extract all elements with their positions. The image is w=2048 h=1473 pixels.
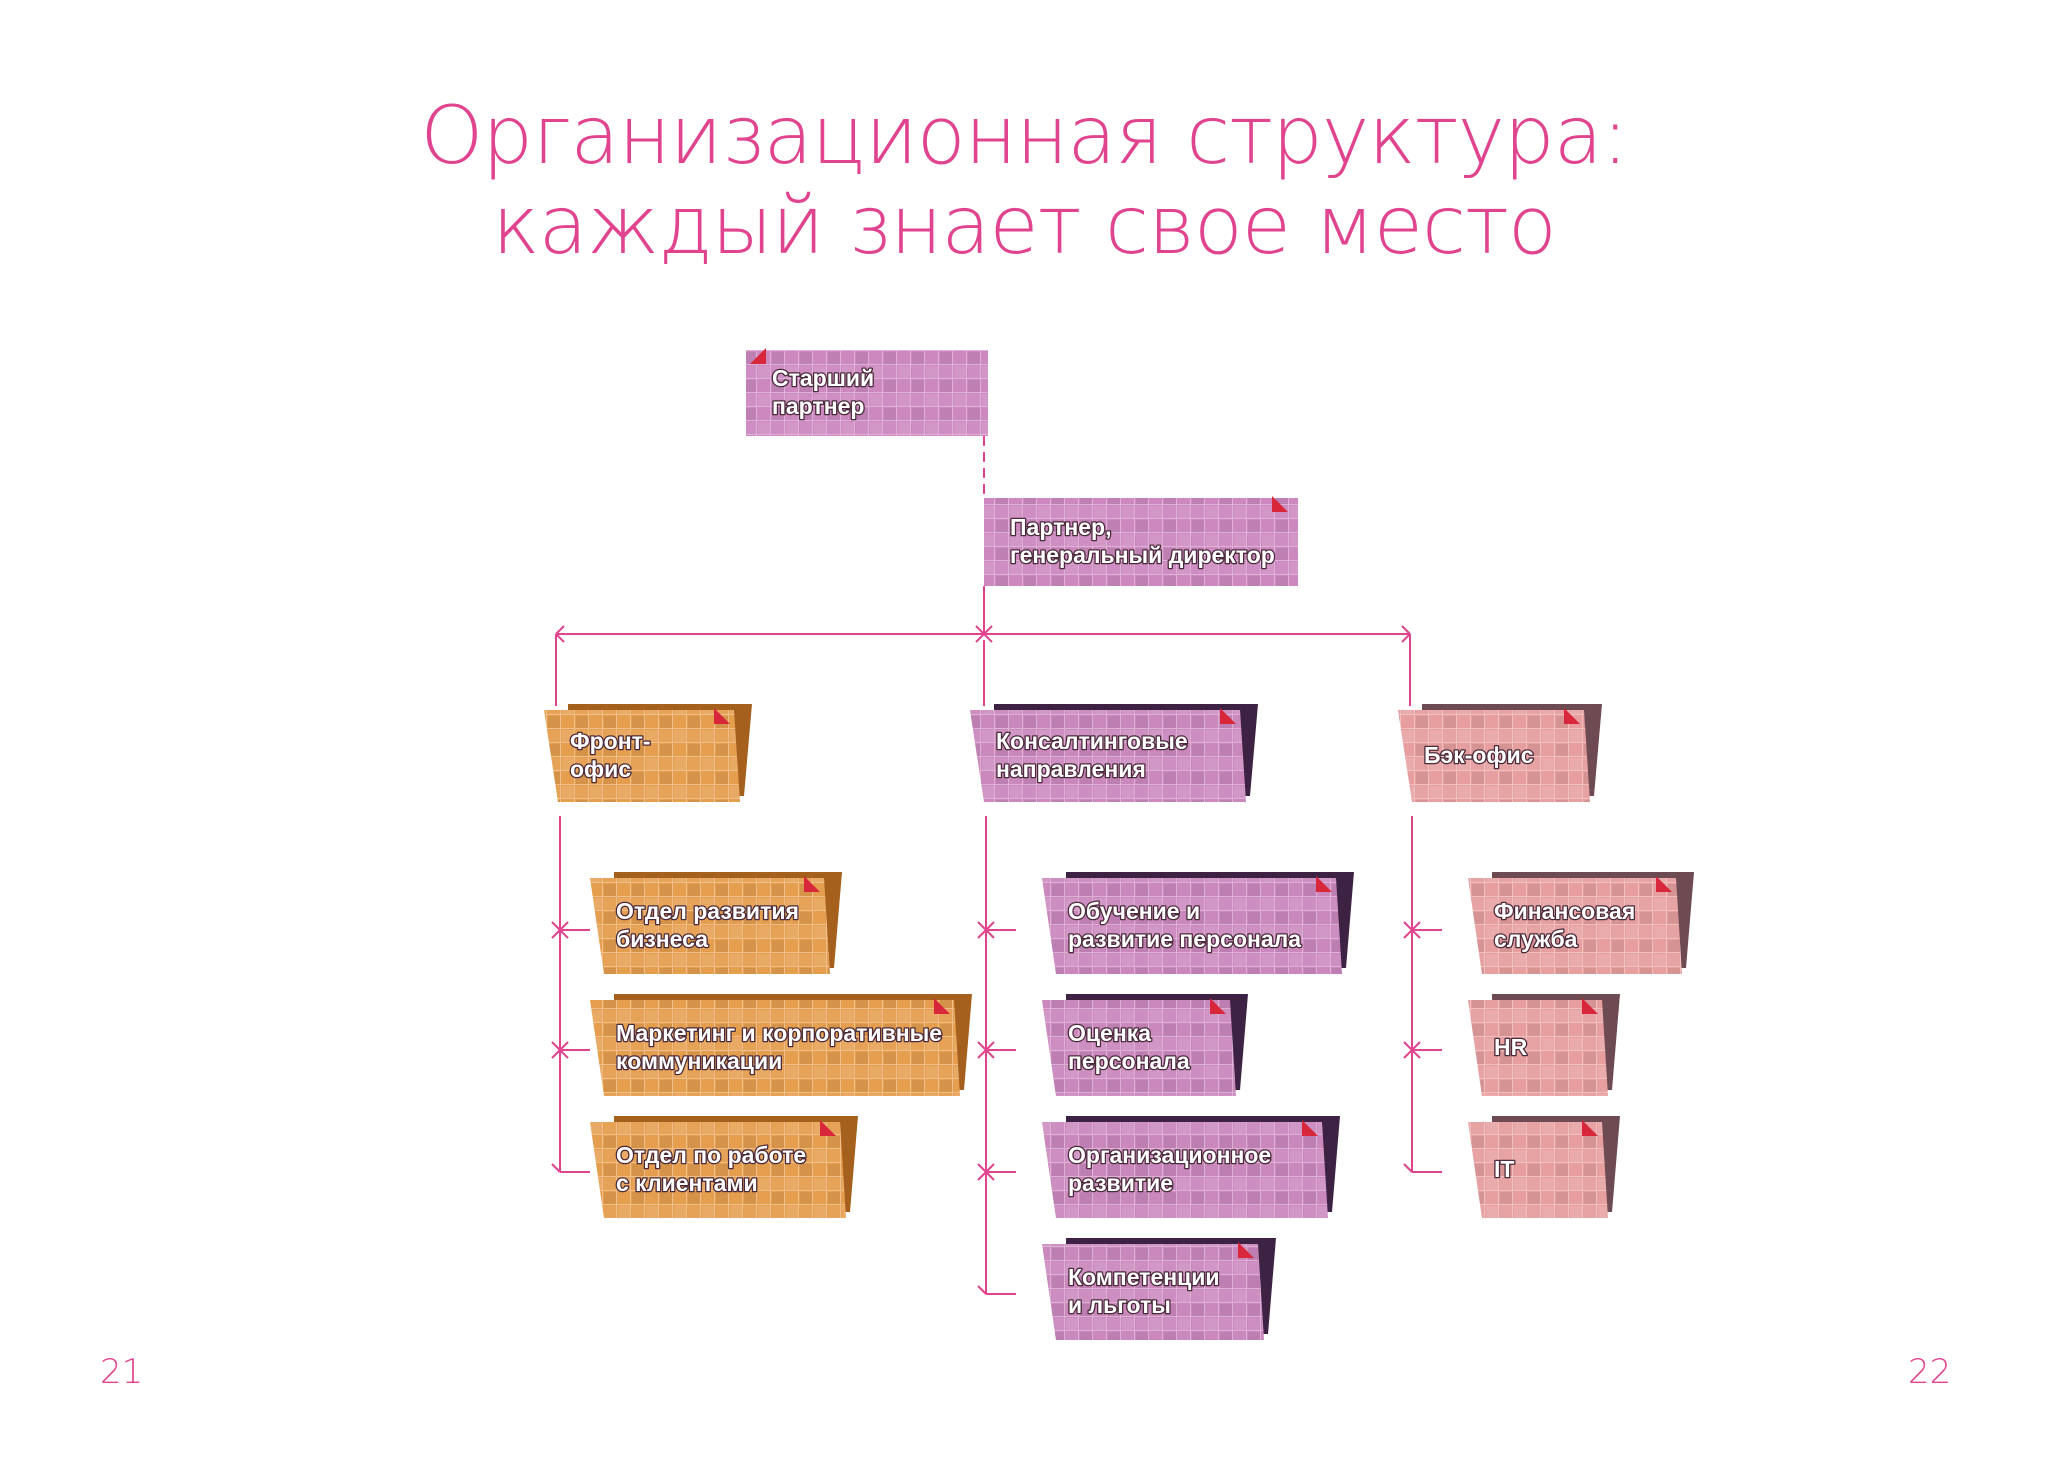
corner-fold-icon xyxy=(1582,998,1598,1014)
branch-tick xyxy=(1401,625,1411,635)
junction-cross-icon xyxy=(975,625,993,643)
corner-fold-icon xyxy=(1220,708,1236,724)
node-label: генеральный директор xyxy=(1010,542,1275,568)
junction-cross-icon xyxy=(1403,921,1421,939)
node-grid xyxy=(984,498,1298,586)
node-label: Оценка xyxy=(1068,1020,1151,1046)
node-label: Партнер, xyxy=(1010,514,1111,540)
corner-fold-icon xyxy=(750,348,766,364)
node-grid xyxy=(1042,1244,1264,1340)
connector-lines xyxy=(551,436,1442,1295)
node-it: IT xyxy=(1468,1116,1620,1218)
corner-fold-icon xyxy=(804,876,820,892)
corner-fold-icon xyxy=(1564,708,1580,724)
node-label: Организационное xyxy=(1068,1142,1271,1168)
node-label: коммуникации xyxy=(616,1048,782,1074)
node-label: Компетенции xyxy=(1068,1264,1220,1290)
node-label: служба xyxy=(1494,926,1578,952)
node-label: направления xyxy=(996,756,1146,782)
corner-fold-icon xyxy=(820,1120,836,1136)
node-grid xyxy=(1042,1122,1328,1218)
node-label: Бэк-офис xyxy=(1424,742,1534,768)
branch-tick xyxy=(555,633,565,643)
node-grid xyxy=(970,710,1246,802)
page-number-right: 22 xyxy=(1908,1352,1952,1392)
corner-fold-icon xyxy=(1656,876,1672,892)
connector-elbow-tick xyxy=(1403,1163,1413,1173)
node-grid xyxy=(1398,710,1590,802)
junction-cross-icon xyxy=(551,1041,569,1059)
node-grid xyxy=(746,350,988,436)
branch-tick xyxy=(1401,633,1411,643)
node-label: IT xyxy=(1494,1156,1514,1182)
node-label: партнер xyxy=(772,393,864,419)
corner-fold-icon xyxy=(934,998,950,1014)
connector-elbow-tick xyxy=(977,1285,987,1295)
junction-cross-icon xyxy=(977,1041,995,1059)
node-label: HR xyxy=(1494,1034,1528,1060)
node-grid xyxy=(590,1122,846,1218)
node-grid xyxy=(544,710,740,802)
node-grid xyxy=(590,1000,960,1096)
node-back-office: Бэк-офис xyxy=(1398,704,1602,802)
node-grid xyxy=(1042,878,1342,974)
junction-cross-icon xyxy=(1403,1041,1421,1059)
node-grid xyxy=(1468,1000,1608,1096)
page-number-left: 21 xyxy=(100,1352,144,1392)
corner-fold-icon xyxy=(1272,496,1288,512)
node-label: и льготы xyxy=(1068,1292,1171,1318)
corner-fold-icon xyxy=(1210,998,1226,1014)
corner-fold-icon xyxy=(1302,1120,1318,1136)
node-label: Обучение и xyxy=(1068,898,1200,924)
node-label: с клиентами xyxy=(616,1170,758,1196)
node-front-office: Фронт-офис xyxy=(544,704,752,802)
corner-fold-icon xyxy=(1582,1120,1598,1136)
node-label: Консалтинговые xyxy=(996,728,1188,754)
node-label: развитие персонала xyxy=(1068,926,1301,952)
node-label: бизнеса xyxy=(616,926,708,952)
node-grid xyxy=(1468,1122,1608,1218)
node-label: Отдел по работе xyxy=(616,1142,806,1168)
node-label: Фронт- xyxy=(570,728,651,754)
junction-cross-icon xyxy=(977,1163,995,1181)
node-label: Старший xyxy=(772,365,874,391)
junction-cross-icon xyxy=(551,921,569,939)
corner-fold-icon xyxy=(714,708,730,724)
node-label: Отдел развития xyxy=(616,898,799,924)
branch-tick xyxy=(555,625,565,635)
node-grid xyxy=(590,878,830,974)
node-label: персонала xyxy=(1068,1048,1190,1074)
junction-cross-icon xyxy=(977,921,995,939)
node-hr: HR xyxy=(1468,994,1620,1096)
node-label: Маркетинг и корпоративные xyxy=(616,1020,942,1046)
node-grid xyxy=(1468,878,1682,974)
node-label: офис xyxy=(570,756,631,782)
corner-fold-icon xyxy=(1316,876,1332,892)
node-grid xyxy=(1042,1000,1236,1096)
node-label: развитие xyxy=(1068,1170,1173,1196)
page-title-line-1: Организационная структура: xyxy=(420,89,1628,182)
page-title-line-2: каждый знает свое место xyxy=(492,179,1557,272)
node-label: Финансовая xyxy=(1494,898,1635,924)
corner-fold-icon xyxy=(1238,1242,1254,1258)
connector-elbow-tick xyxy=(551,1163,561,1173)
node-partner-gd: Партнер,генеральный директор xyxy=(984,496,1298,586)
